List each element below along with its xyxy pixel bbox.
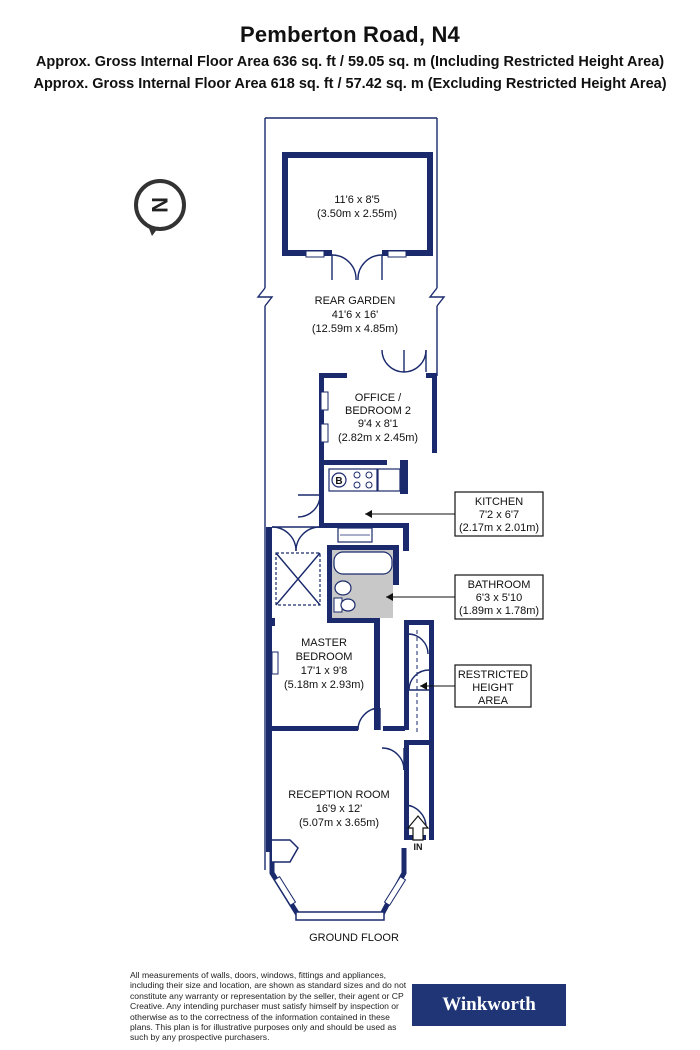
bath-icon bbox=[333, 551, 393, 575]
winkworth-logo: Winkworth bbox=[412, 984, 566, 1026]
outbuilding-dim-metric: (3.50m x 2.55m) bbox=[317, 208, 397, 220]
room-labels: 11'6 x 8'5 (3.50m x 2.55m) REAR GARDEN 4… bbox=[284, 194, 539, 944]
basin-icon bbox=[334, 580, 352, 596]
kitchen-dim-metric: (2.17m x 2.01m) bbox=[459, 522, 539, 534]
bathroom-dim-imperial: 6'3 x 5'10 bbox=[476, 592, 522, 604]
office-dim-metric: (2.82m x 2.45m) bbox=[338, 432, 418, 444]
master-name-line1: MASTER bbox=[301, 637, 347, 649]
reception-dim-metric: (5.07m x 3.65m) bbox=[299, 817, 379, 829]
restricted-line2: HEIGHT bbox=[472, 682, 514, 694]
kitchen-name: KITCHEN bbox=[475, 496, 523, 508]
compass-letter: N bbox=[147, 197, 172, 213]
garden-dim-imperial: 41'6 x 16' bbox=[332, 309, 378, 321]
office-name-line2: BEDROOM 2 bbox=[345, 405, 411, 417]
property-title: Pemberton Road, N4 bbox=[240, 22, 460, 47]
toilet-icon bbox=[340, 598, 356, 612]
floor-label: GROUND FLOOR bbox=[309, 932, 399, 944]
callouts bbox=[365, 491, 544, 708]
bathroom-dim-metric: (1.89m x 1.78m) bbox=[459, 605, 539, 617]
garden-name: REAR GARDEN bbox=[315, 295, 396, 307]
bathroom-name: BATHROOM bbox=[468, 579, 531, 591]
reception-name: RECEPTION ROOM bbox=[288, 789, 389, 801]
restricted-line3: AREA bbox=[478, 695, 509, 707]
garden-dim-metric: (12.59m x 4.85m) bbox=[312, 323, 398, 335]
floor-area-excluding: Approx. Gross Internal Floor Area 618 sq… bbox=[33, 76, 667, 92]
master-name-line2: BEDROOM bbox=[296, 651, 353, 663]
master-dim-metric: (5.18m x 2.93m) bbox=[284, 679, 364, 691]
boiler-label: B bbox=[335, 476, 342, 487]
master-dim-imperial: 17'1 x 9'8 bbox=[301, 665, 347, 677]
outbuilding-dim-imperial: 11'6 x 8'5 bbox=[334, 194, 380, 206]
office-name-line1: OFFICE / bbox=[355, 392, 402, 404]
disclaimer-text: All measurements of walls, doors, window… bbox=[130, 970, 407, 1043]
reception-dim-imperial: 16'9 x 12' bbox=[316, 803, 362, 815]
restricted-line1: RESTRICTED bbox=[458, 669, 528, 681]
floor-area-including: Approx. Gross Internal Floor Area 636 sq… bbox=[35, 54, 665, 70]
fixtures: B IN bbox=[271, 468, 430, 852]
boiler-icon bbox=[331, 472, 347, 488]
entrance-arrow-icon bbox=[406, 815, 430, 841]
garden-boundary bbox=[256, 117, 446, 870]
compass-icon: N bbox=[134, 179, 186, 236]
office-dim-imperial: 9'4 x 8'1 bbox=[358, 418, 398, 430]
entrance-label: IN bbox=[414, 842, 423, 852]
kitchen-dim-imperial: 7'2 x 6'7 bbox=[479, 509, 519, 521]
outbuilding bbox=[282, 152, 433, 281]
building-walls bbox=[266, 373, 437, 921]
